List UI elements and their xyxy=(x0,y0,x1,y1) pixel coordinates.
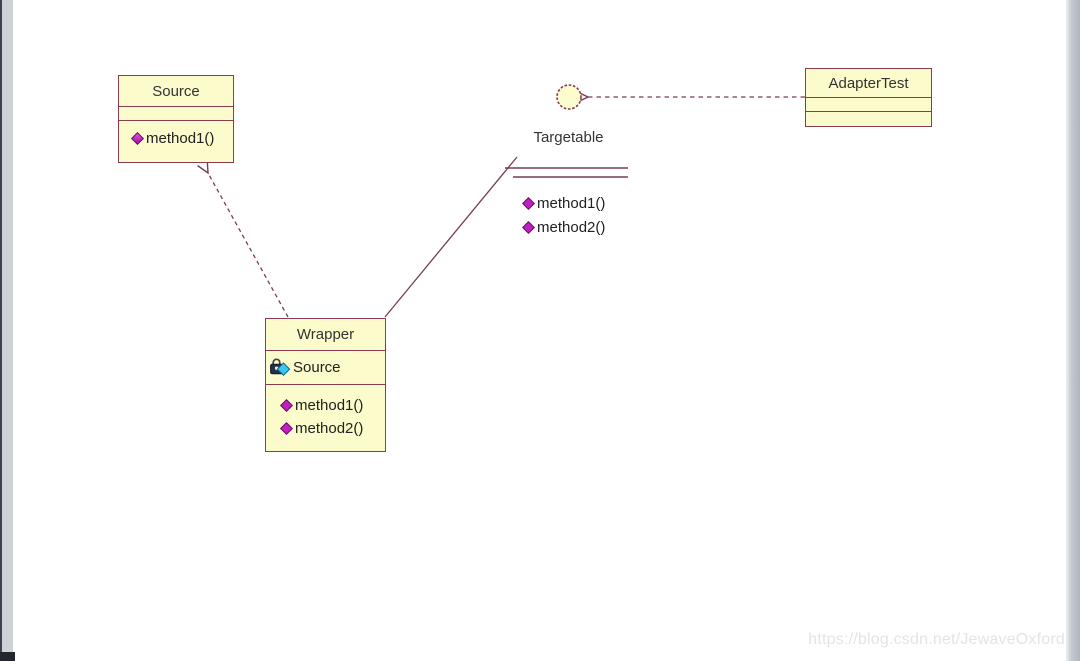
right-scrollbar-gutter[interactable] xyxy=(1066,0,1080,661)
realization-wrapper-to-targetable[interactable] xyxy=(384,156,518,318)
method-diamond-icon xyxy=(279,398,294,413)
bottom-left-dark-corner xyxy=(0,652,15,661)
method-diamond-icon xyxy=(521,196,536,211)
method-row: method1() xyxy=(521,191,605,215)
class-source-attributes-section xyxy=(119,107,233,121)
method-diamond-icon xyxy=(521,220,536,235)
method-label: method1() xyxy=(295,397,364,414)
class-adaptertest[interactable]: AdapterTest xyxy=(805,68,932,127)
method-label: method2() xyxy=(295,420,364,437)
method-diamond-icon xyxy=(130,131,145,146)
lollipop-circle-icon[interactable] xyxy=(556,84,582,110)
method-row: method1() xyxy=(130,130,229,147)
class-source-title: Source xyxy=(119,76,233,107)
class-wrapper-title: Wrapper xyxy=(266,319,385,351)
class-source[interactable]: Source method1() xyxy=(118,75,234,163)
interface-targetable-methods: method1() method2() xyxy=(521,191,605,239)
method-diamond-icon xyxy=(279,421,294,436)
left-gutter xyxy=(0,0,13,652)
class-adaptertest-methods-section xyxy=(806,112,931,125)
dependency-wrapper-to-source[interactable] xyxy=(197,160,289,318)
private-attribute-lock-diamond-icon xyxy=(269,357,292,378)
attribute-label: Source xyxy=(293,359,341,376)
class-adaptertest-title: AdapterTest xyxy=(806,69,931,98)
watermark: https://blog.csdn.net/JewaveOxford xyxy=(808,631,1065,648)
attribute-row: Source xyxy=(269,357,341,378)
method-row: method2() xyxy=(279,420,381,437)
class-wrapper-attributes-section: Source xyxy=(266,351,385,385)
method-label: method2() xyxy=(537,218,606,236)
method-label: method1() xyxy=(537,194,606,212)
interface-targetable-label: Targetable xyxy=(533,129,604,146)
class-wrapper[interactable]: Wrapper Source xyxy=(265,318,386,452)
method-label: method1() xyxy=(146,130,215,147)
class-source-methods-section: method1() xyxy=(119,121,233,147)
method-row: method2() xyxy=(521,215,605,239)
class-wrapper-methods-section: method1() method2() xyxy=(266,385,385,437)
method-row: method1() xyxy=(279,397,381,414)
class-adaptertest-attributes-section xyxy=(806,98,931,112)
